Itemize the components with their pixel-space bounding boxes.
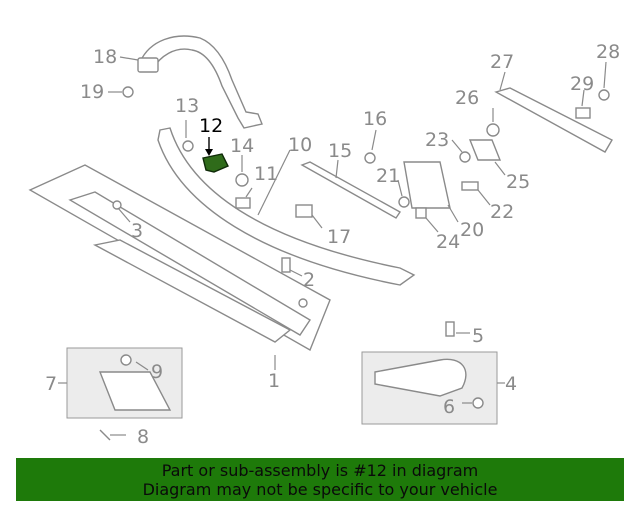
part-3-bolt-lead <box>117 207 131 223</box>
callout-21: 21 <box>376 165 400 187</box>
part-28-pin <box>598 61 610 101</box>
part-26-nut <box>486 108 500 137</box>
inset-box-right <box>361 321 505 425</box>
callout-24: 24 <box>436 231 460 253</box>
callout-22: 22 <box>490 201 514 223</box>
part-23-bolt <box>451 139 471 163</box>
callout-12-highlighted: 12 <box>199 115 223 137</box>
part-16-bolt <box>364 129 377 164</box>
part-21-bolt <box>397 179 410 208</box>
part-20-bracket <box>403 161 459 223</box>
part-22-bolt <box>461 181 491 206</box>
part-25-bracket <box>468 139 506 176</box>
callout-11: 11 <box>254 163 278 185</box>
callout-8: 8 <box>137 426 149 448</box>
part-12-bracket-highlighted <box>202 137 229 173</box>
callout-7: 7 <box>45 373 57 395</box>
part-29-clip <box>575 89 591 119</box>
callout-10: 10 <box>288 134 312 156</box>
info-banner: Part or sub-assembly is #12 in diagram D… <box>16 458 624 501</box>
part-11-clip <box>235 187 253 209</box>
callout-4: 4 <box>505 373 517 395</box>
inset-box-left <box>58 347 183 441</box>
callout-16: 16 <box>363 108 387 130</box>
part-14-nut <box>235 155 249 187</box>
callout-29: 29 <box>570 73 594 95</box>
callout-14: 14 <box>230 135 254 157</box>
banner-line-2: Diagram may not be specific to your vehi… <box>142 480 498 499</box>
parts-diagram: 1 2 3 4 5 6 7 8 9 10 11 12 13 14 15 16 1… <box>28 35 620 448</box>
part-13-bolt <box>182 120 194 152</box>
callout-23: 23 <box>425 129 449 151</box>
part-17-clip <box>295 204 323 229</box>
part-27-cover <box>494 71 613 153</box>
part-19-bolt <box>108 86 134 98</box>
part-2-bolt <box>281 257 303 277</box>
callout-18: 18 <box>93 46 117 68</box>
callout-6: 6 <box>443 396 455 418</box>
callout-1: 1 <box>268 370 280 392</box>
callout-5: 5 <box>472 325 484 347</box>
part-10-bumper-strip <box>157 127 416 286</box>
callout-19: 19 <box>80 81 104 103</box>
part-24-clip <box>415 207 439 233</box>
callout-25: 25 <box>506 171 530 193</box>
part-1-bumper-reinforcement <box>28 164 331 370</box>
part-15-strip <box>300 159 402 219</box>
callout-28: 28 <box>596 41 620 63</box>
callout-13: 13 <box>175 95 199 117</box>
callout-26: 26 <box>455 87 479 109</box>
callout-20: 20 <box>460 219 484 241</box>
callout-15: 15 <box>328 140 352 162</box>
banner-line-1: Part or sub-assembly is #12 in diagram <box>161 461 479 480</box>
callout-17: 17 <box>327 226 351 248</box>
callout-3: 3 <box>131 220 143 242</box>
callout-9: 9 <box>151 361 163 383</box>
callout-2: 2 <box>303 269 315 291</box>
callout-27: 27 <box>490 51 514 73</box>
part-18-support-bar <box>119 35 263 129</box>
